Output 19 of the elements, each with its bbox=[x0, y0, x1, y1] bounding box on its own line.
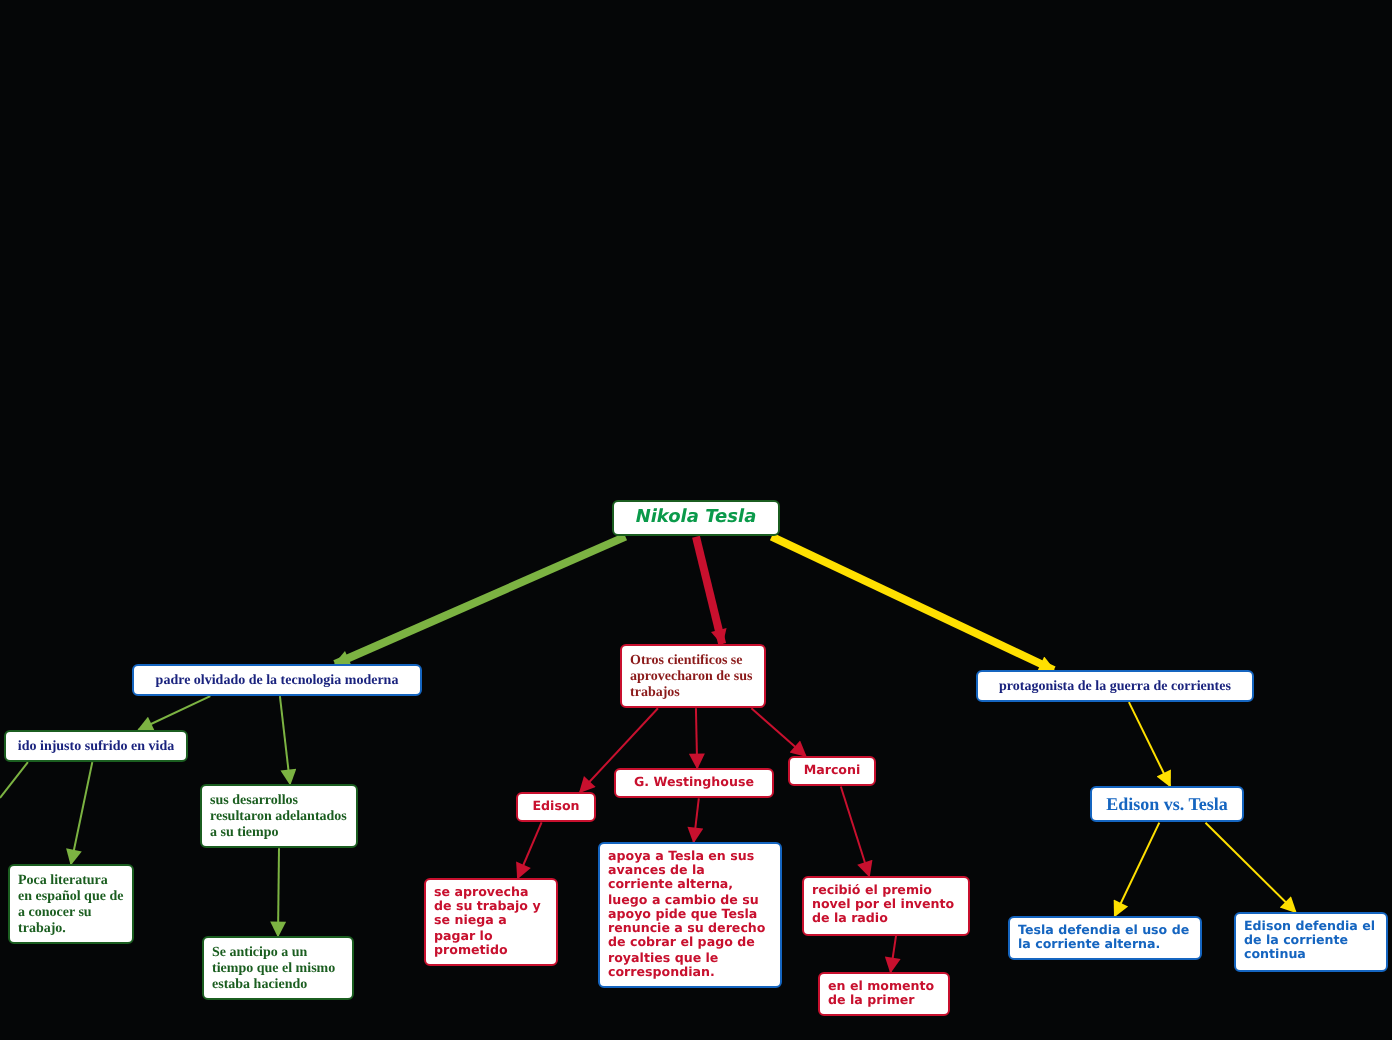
arrow bbox=[136, 695, 212, 732]
arrow bbox=[839, 785, 873, 878]
arrow bbox=[1204, 821, 1297, 914]
arrow bbox=[516, 821, 543, 880]
arrow bbox=[278, 695, 297, 786]
arrow bbox=[687, 797, 704, 844]
subtopic-box: Edison vs. Tesla bbox=[1090, 786, 1244, 823]
arrow bbox=[270, 847, 287, 938]
arrow bbox=[769, 533, 1056, 674]
topic-box: Nikola Tesla bbox=[612, 500, 780, 537]
arrow bbox=[66, 761, 94, 866]
arrow bbox=[688, 707, 705, 770]
arrow bbox=[333, 533, 628, 668]
arrow bbox=[750, 707, 807, 758]
arrow bbox=[1127, 701, 1172, 788]
arrow bbox=[1113, 821, 1161, 918]
arrow bbox=[884, 934, 901, 974]
arrow bbox=[578, 707, 659, 794]
arrow bbox=[692, 535, 727, 646]
